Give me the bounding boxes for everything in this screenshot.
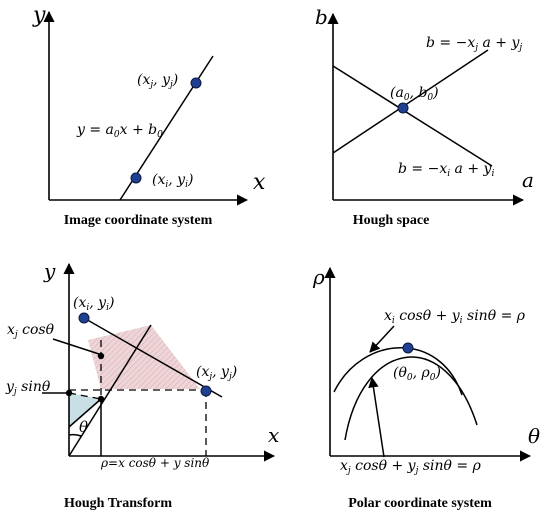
point-j bbox=[200, 385, 212, 397]
curve-j-pointer bbox=[368, 376, 385, 458]
line-through-points bbox=[83, 317, 223, 398]
rho-axis-label: ρ bbox=[312, 265, 325, 289]
point-j-label: (xj, yj) bbox=[196, 364, 237, 382]
yj-sin-label: yj sinθ bbox=[5, 379, 51, 397]
hough-space-panel: b a (a0, b0) b = −xj a + yj b = −xi a + … bbox=[315, 5, 534, 228]
point-i-label: (xi, yi) bbox=[73, 295, 114, 313]
line-i-equation: b = −xi a + yi bbox=[398, 161, 494, 179]
yj-sin-marker bbox=[65, 389, 73, 397]
curve-j bbox=[344, 356, 478, 441]
theta-label: θ bbox=[79, 418, 88, 436]
point-i bbox=[130, 172, 142, 184]
point-j-label: (xj, yj) bbox=[137, 72, 178, 90]
point-i bbox=[78, 312, 90, 324]
polar-panel: ρ θ xi cosθ + yi sinθ = ρ (θ0, ρ0) xj co… bbox=[312, 265, 540, 511]
curve-i-pointer bbox=[369, 325, 395, 353]
rho-equation: ρ=x cosθ + y sinθ bbox=[100, 456, 210, 470]
perp-segment bbox=[68, 398, 102, 428]
a-axis-label: a bbox=[522, 168, 534, 192]
line-j bbox=[332, 49, 489, 154]
dashed-to-corner bbox=[68, 392, 102, 400]
blue-shaded-region bbox=[69, 393, 101, 427]
curve-i bbox=[333, 347, 463, 396]
line-j-equation: b = −xj a + yj bbox=[426, 35, 522, 53]
caption-hough-space: Hough space bbox=[353, 213, 430, 228]
x-axis-label: x bbox=[253, 170, 266, 195]
curve-j-equation: xj cosθ + yj sinθ = ρ bbox=[340, 458, 482, 476]
foot-marker bbox=[97, 395, 105, 403]
point-j bbox=[190, 77, 202, 89]
y-axis-label: y bbox=[32, 3, 46, 28]
line-equation: y = a0x + b0 bbox=[76, 122, 163, 140]
intersection-label: (a0, b0) bbox=[390, 85, 439, 103]
point-i-label: (xi, yi) bbox=[152, 172, 193, 190]
x-axis-label: x bbox=[268, 423, 279, 447]
intersection-point bbox=[402, 342, 414, 354]
theta-arc bbox=[68, 433, 82, 437]
caption-polar: Polar coordinate system bbox=[348, 496, 492, 511]
image-coordinate-panel: y x (xj, yj) (xi, yi) y = a0x + b0 Image… bbox=[32, 3, 266, 228]
xj-cos-pointer bbox=[52, 338, 100, 355]
theta-axis-label: θ bbox=[528, 424, 540, 448]
hough-transform-panel: y x (xi, yi) (xj, yj) xj cosθ yj sinθ θ … bbox=[5, 259, 279, 511]
y-axis-label: y bbox=[43, 259, 56, 283]
xj-cos-marker bbox=[97, 352, 105, 360]
caption-hough-transform: Hough Transform bbox=[64, 496, 172, 511]
curve-i-equation: xi cosθ + yi sinθ = ρ bbox=[384, 308, 526, 326]
b-axis-label: b bbox=[315, 5, 328, 29]
intersection-label: (θ0, ρ0) bbox=[393, 365, 441, 383]
xj-cos-label: xj cosθ bbox=[7, 322, 55, 340]
intersection-point bbox=[397, 102, 409, 114]
red-shaded-region bbox=[88, 325, 200, 389]
caption-image-coordinate: Image coordinate system bbox=[64, 213, 213, 228]
line-i bbox=[332, 65, 493, 167]
